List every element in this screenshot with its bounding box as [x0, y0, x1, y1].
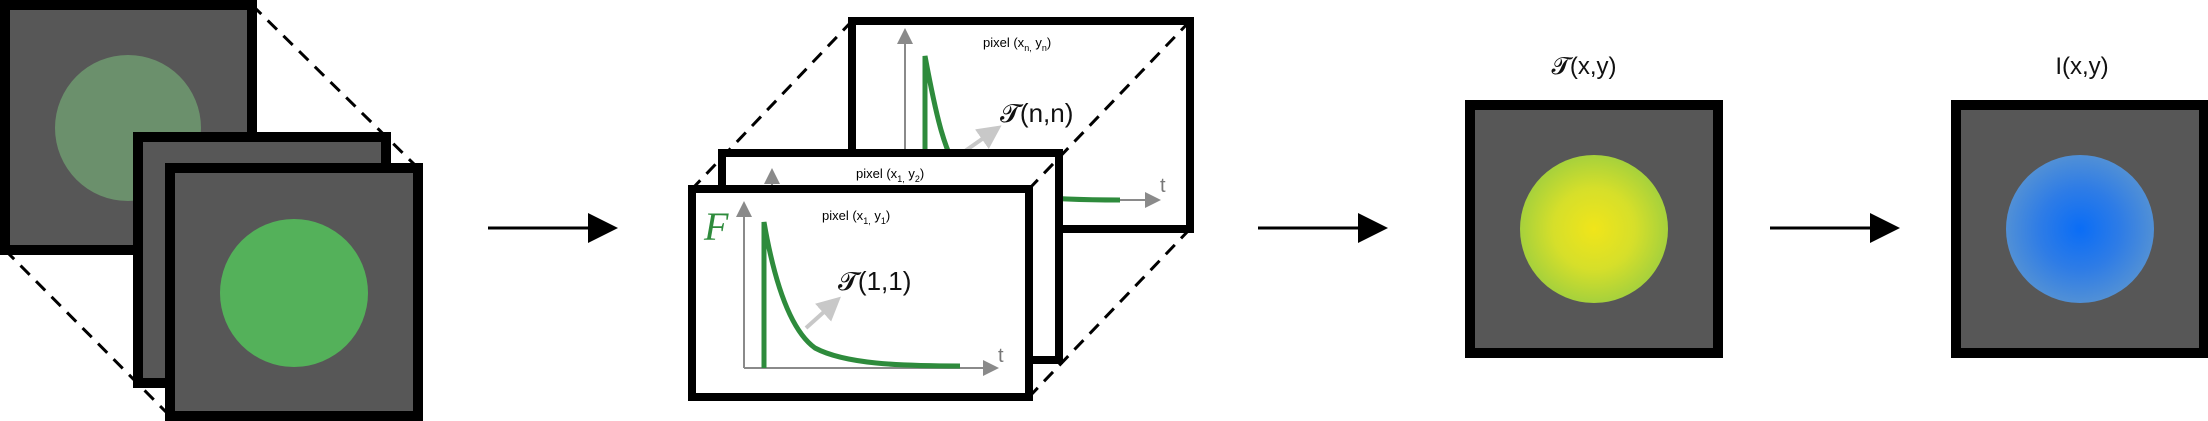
intensity-image: I(x,y) [1951, 53, 2208, 358]
decay-stack: 𝓣(n,n) t pixel (xn, yn) pixel (x1, y2) 𝓣… [688, 17, 1194, 401]
stack-frame-back [0, 0, 257, 255]
middle-pixel-label: pixel (x1, y2) [856, 166, 924, 184]
back-t-label: t [1160, 175, 1166, 197]
fluorescence-axis-label: F [703, 204, 729, 249]
front-tau-arrow [804, 296, 841, 330]
intensity-image-title: I(x,y) [2055, 53, 2108, 80]
blue-circle [2006, 155, 2154, 303]
decay-dash-top [690, 19, 854, 191]
tau-front-label: 𝓣(1,1) [838, 266, 911, 296]
green-circle [220, 219, 368, 367]
tau-back-label: 𝓣(n,n) [1000, 98, 1073, 128]
decay-dash-bottom-right [1027, 227, 1192, 399]
yellow-circle [1520, 155, 1668, 303]
front-t-label: t [998, 345, 1004, 367]
front-pixel-label: pixel (x1, y1) [822, 208, 890, 226]
decay-dash-top-right [1027, 19, 1192, 191]
lifetime-map-title: 𝓣(x,y) [1551, 53, 1616, 80]
stack-dash-bottom [3, 248, 172, 418]
back-pixel-label: pixel (xn, yn) [983, 35, 1051, 53]
stack-dash-top [250, 3, 420, 170]
lifetime-map: 𝓣(x,y) [1465, 53, 1723, 358]
image-stack [0, 0, 423, 421]
front-decay-curve [761, 221, 961, 369]
